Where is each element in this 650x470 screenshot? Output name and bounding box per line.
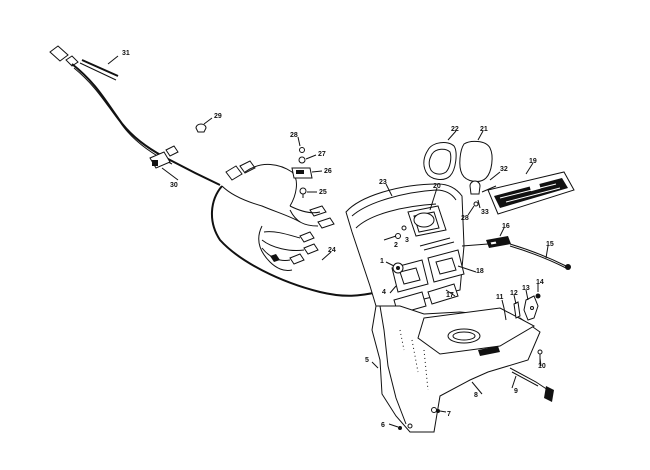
callout-6: 6: [381, 422, 385, 429]
fastener-stack: [291, 147, 313, 198]
callout-10: 10: [538, 363, 546, 370]
callout-8: 8: [474, 392, 478, 399]
callout-22: 22: [451, 126, 459, 133]
wiring-harness: [49, 45, 379, 297]
callout-28: 28: [290, 132, 298, 139]
callout-14: 14: [536, 279, 544, 286]
cable-tie: [81, 59, 119, 77]
callout-25: 25: [319, 189, 327, 196]
callout-12: 12: [510, 290, 518, 297]
callout-18: 18: [476, 268, 484, 275]
callout-16: 16: [502, 223, 510, 230]
callout-23: 23: [379, 179, 387, 186]
callout-21: 21: [480, 126, 488, 133]
gauge-bezel: [423, 142, 457, 180]
bracket-hardware: [503, 293, 541, 321]
callout-30: 30: [170, 182, 178, 189]
callout-31: 31: [122, 50, 130, 57]
gauge-lens: [459, 140, 493, 182]
screws: [398, 409, 440, 430]
callout-7: 7: [447, 411, 451, 418]
console-panel: [345, 183, 465, 315]
callout-9: 9: [514, 388, 518, 395]
callout-5: 5: [365, 357, 369, 364]
callout-26: 26: [324, 168, 332, 175]
leader-lines: [107, 55, 549, 428]
callout-4: 4: [382, 289, 386, 296]
decal-plate: [487, 171, 575, 215]
callout-20: 20: [433, 183, 441, 190]
callout-3: 3: [405, 237, 409, 244]
callout-15: 15: [546, 241, 554, 248]
callout-13: 13: [522, 285, 530, 292]
callout-11: 11: [496, 294, 504, 301]
callout-1: 1: [380, 258, 384, 265]
knob-assembly: [469, 180, 497, 207]
callout-28-lower: 28: [461, 215, 469, 222]
clip: [195, 123, 207, 133]
callout-29: 29: [214, 113, 222, 120]
callout-32: 32: [500, 166, 508, 173]
callout-24: 24: [328, 247, 336, 254]
callout-33: 33: [481, 209, 489, 216]
callout-17: 17: [446, 292, 454, 299]
callouts: 31 29 28 27 26 25 30 23 22 21 20 32 19 3…: [122, 50, 554, 429]
switch-and-cable: [461, 236, 571, 270]
callout-2: 2: [394, 242, 398, 249]
callout-19: 19: [529, 158, 537, 165]
callout-27: 27: [318, 151, 326, 158]
console-pedestal: [371, 305, 541, 433]
